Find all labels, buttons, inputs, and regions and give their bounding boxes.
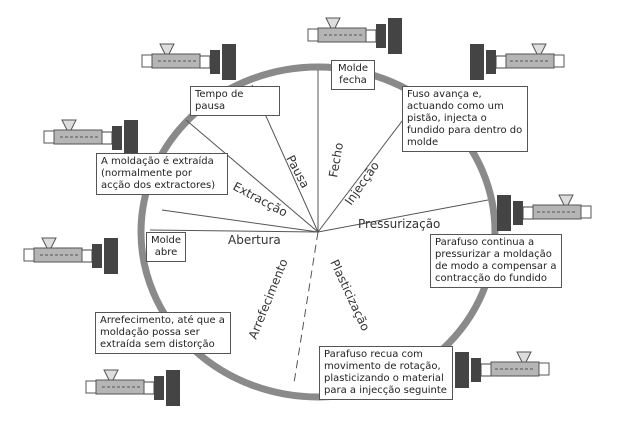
sector-arrefecimento: Arrefecimento xyxy=(246,257,291,341)
injection-machine-icon xyxy=(469,43,565,81)
injection-machine-icon xyxy=(141,43,237,81)
note-moldacao-extraida: A moldação é extraída (normalmente por a… xyxy=(96,153,228,195)
injection-machine-icon xyxy=(307,17,403,55)
injection-machine-icon xyxy=(43,119,139,157)
sector-dividers xyxy=(149,70,489,384)
injection-machine-icon xyxy=(23,237,119,275)
note-molde-abre: Molde abre xyxy=(146,232,186,262)
sector-injeccao: Injecção xyxy=(342,159,382,208)
note-parafuso-continua: Parafuso continua a pressurizar a moldaç… xyxy=(430,234,562,288)
note-tempo-pausa: Tempo de pausa xyxy=(190,86,280,116)
injection-machine-icon xyxy=(454,351,550,389)
sector-abertura: Abertura xyxy=(228,233,281,247)
sector-pausa: Pausa xyxy=(283,153,312,191)
sector-pressurizacao: Pressurização xyxy=(358,217,440,231)
injection-machine-icon xyxy=(496,194,592,232)
note-fuso-avanca: Fuso avança e, actuando como um pistão, … xyxy=(402,86,528,152)
note-arrefecimento: Arrefecimento, até que a moldação possa … xyxy=(95,312,231,354)
cycle-ring xyxy=(137,63,499,401)
sector-extraccao: Extracção xyxy=(231,179,290,219)
note-parafuso-recua: Parafuso recua com movimento de rotação,… xyxy=(319,346,453,400)
sector-fecho: Fecho xyxy=(326,141,346,178)
injection-machine-icon xyxy=(85,369,181,407)
note-molde-fecha: Molde fecha xyxy=(331,60,375,90)
sector-plasticizacao: Plasticização xyxy=(327,257,372,333)
